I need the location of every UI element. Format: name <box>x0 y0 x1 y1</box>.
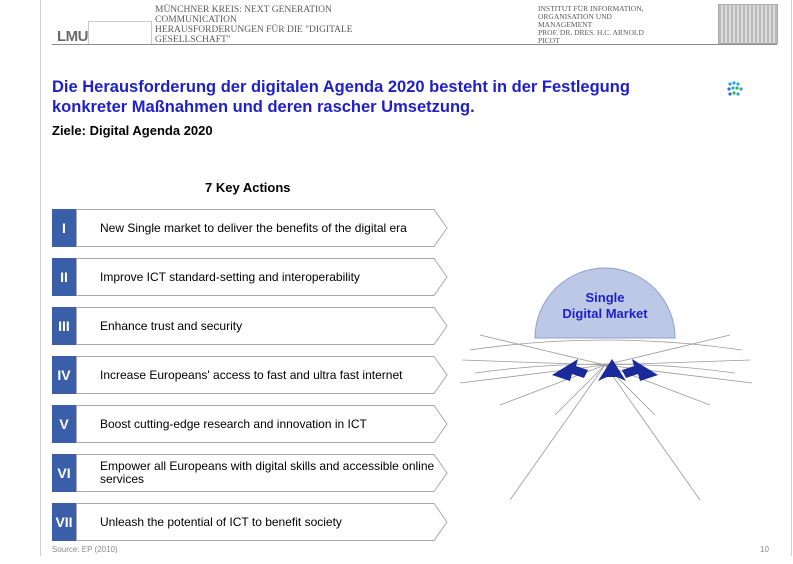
single-market-diagram <box>460 267 753 501</box>
header-right-text: INSTITUT FÜR INFORMATION, ORGANISATION U… <box>538 5 718 45</box>
single-digital-market-label: Single Digital Market <box>530 290 680 322</box>
key-action-item: III Enhance trust and security <box>52 307 448 345</box>
header-divider <box>52 44 777 45</box>
header-left-line: COMMUNICATION <box>155 15 237 25</box>
slide-subtitle: Ziele: Digital Agenda 2020 <box>52 123 213 138</box>
header-left-line: GESELLSCHAFT" <box>155 35 231 45</box>
chevron-box-shape <box>76 503 448 541</box>
dome-label-line: Single <box>585 290 625 305</box>
chevron-box-shape <box>76 307 448 345</box>
key-action-item: I New Single market to deliver the benef… <box>52 209 448 247</box>
key-action-item: VI Empower all Europeans with digital sk… <box>52 454 448 492</box>
action-numeral: IV <box>52 356 76 394</box>
action-text: Empower all Europeans with digital skill… <box>100 459 435 486</box>
action-text: Boost cutting-edge research and innovati… <box>100 416 367 431</box>
key-actions-heading: 7 Key Actions <box>205 180 291 195</box>
action-numeral: III <box>52 307 76 345</box>
dome-label-line: Digital Market <box>562 306 648 321</box>
action-numeral: V <box>52 405 76 443</box>
key-action-item: II Improve ICT standard-setting and inte… <box>52 258 448 296</box>
institute-seal-image <box>718 4 778 44</box>
chevron-box-shape <box>76 454 448 492</box>
perspective-lines <box>460 334 753 501</box>
header-right-line: PICOT <box>538 36 560 45</box>
dome-shape <box>534 267 676 339</box>
arrow-right-icon <box>622 359 658 381</box>
header-right-line: PROF. DR. DRES. H.C. ARNOLD <box>538 28 644 37</box>
key-action-item: IV Increase Europeans' access to fast an… <box>52 356 448 394</box>
header-left-line: MÜNCHNER KREIS: NEXT GENERATION <box>155 5 332 15</box>
header-right-line: MANAGEMENT <box>538 20 593 29</box>
action-text: New Single market to deliver the benefit… <box>100 220 407 235</box>
action-text: Enhance trust and security <box>100 318 243 333</box>
chevron-box-shape <box>76 209 448 247</box>
chevron-box-shape <box>76 356 448 394</box>
action-text: Increase Europeans' access to fast and u… <box>100 367 403 382</box>
slide-frame <box>40 0 792 556</box>
action-numeral: I <box>52 209 76 247</box>
chevron-box-shape <box>76 405 448 443</box>
key-action-item: V Boost cutting-edge research and innova… <box>52 405 448 443</box>
action-numeral: II <box>52 258 76 296</box>
arrow-up-icon <box>598 359 626 381</box>
source-note: Source: EP (2010) <box>52 545 118 554</box>
action-numeral: VII <box>52 503 76 541</box>
lmu-sublogo <box>88 21 152 45</box>
header-left-line: HERAUSFORDERUNGEN FÜR DIE "DIGITALE <box>155 25 353 35</box>
action-text: Unleash the potential of ICT to benefit … <box>100 514 342 529</box>
action-numeral: VI <box>52 454 76 492</box>
key-action-item: VII Unleash the potential of ICT to bene… <box>52 503 448 541</box>
header-left-text: MÜNCHNER KREIS: NEXT GENERATION COMMUNIC… <box>155 5 485 45</box>
chevron-box-shape <box>76 258 448 296</box>
header-right-line: INSTITUT FÜR INFORMATION, <box>538 4 644 13</box>
lmu-logo: LMU <box>57 28 89 45</box>
page-number: 10 <box>760 545 769 554</box>
muenchner-kreis-logo-icon <box>727 81 743 96</box>
header-right-line: ORGANISATION UND <box>538 12 612 21</box>
action-text: Improve ICT standard-setting and interop… <box>100 269 360 284</box>
slide-title: Die Herausforderung der digitalen Agenda… <box>52 78 630 116</box>
arrow-left-icon <box>552 359 588 381</box>
